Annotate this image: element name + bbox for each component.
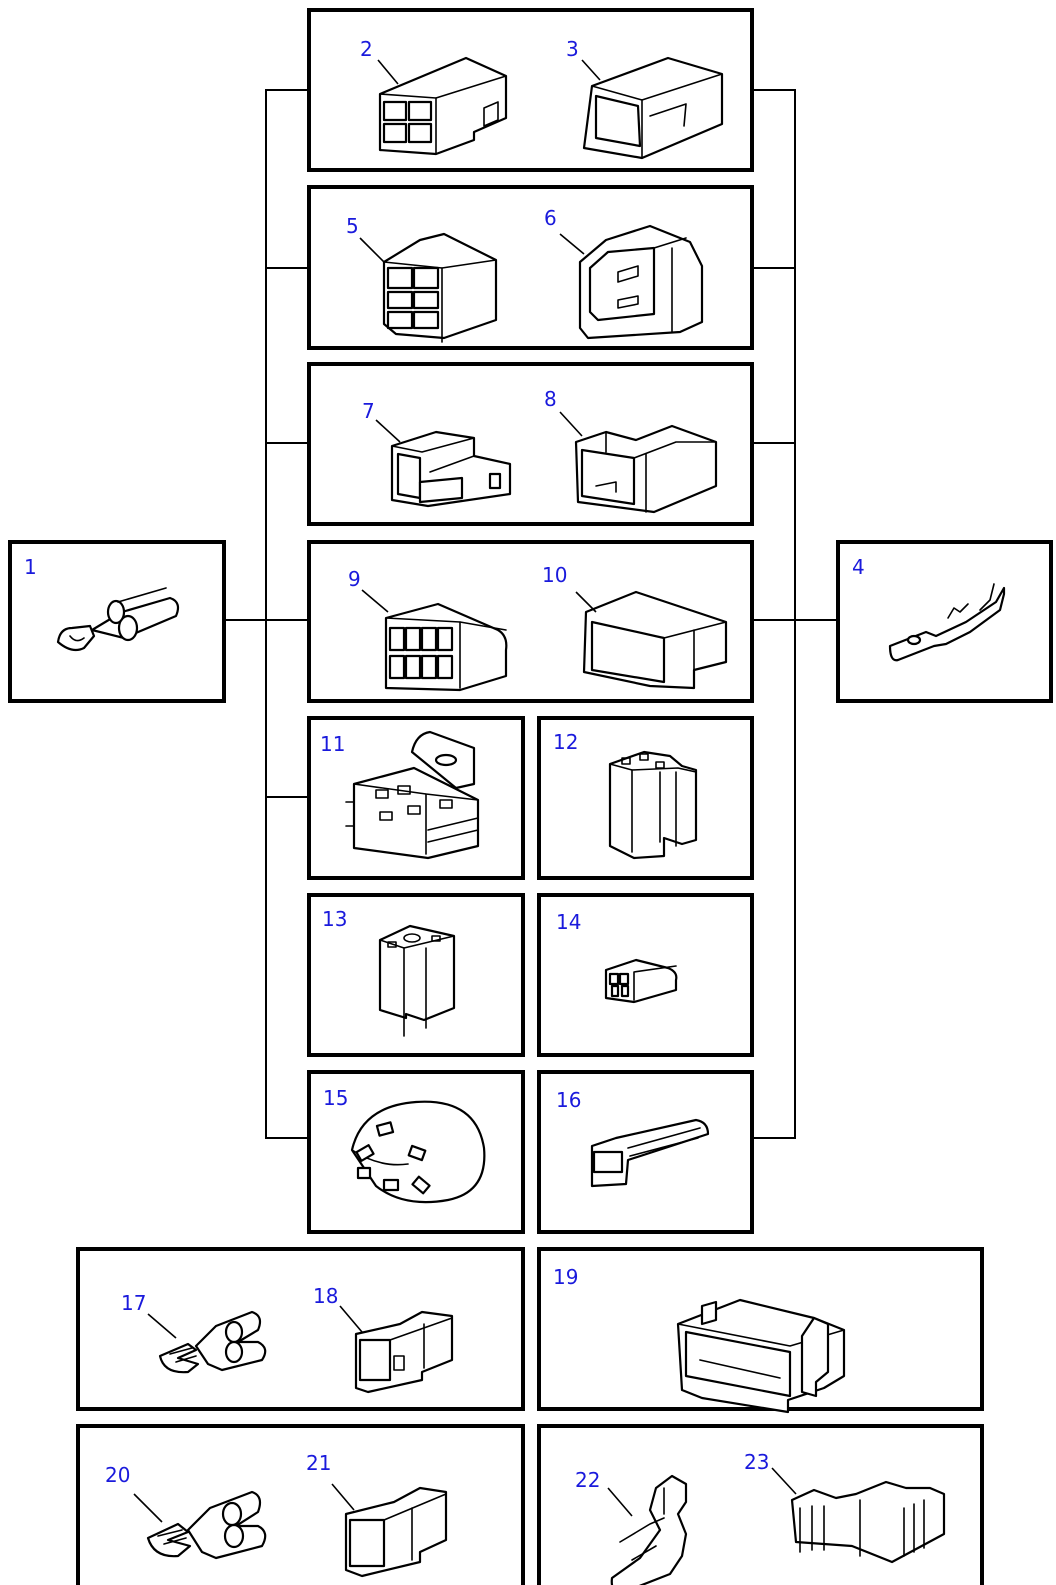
double-female-terminal-large-icon	[133, 1490, 267, 1560]
blade-terminal-icon	[888, 583, 1006, 662]
frame-part-4	[836, 540, 1053, 703]
eight-way-housing-icon	[359, 232, 498, 343]
single-way-housing-large-icon	[331, 1483, 448, 1578]
frames	[8, 8, 1053, 1585]
double-female-terminal-icon	[147, 1310, 267, 1374]
two-way-housing-icon	[375, 419, 512, 508]
part-number-13: 13	[322, 907, 347, 931]
part-number-10: 10	[542, 563, 567, 587]
part-number-19: 19	[553, 1265, 578, 1289]
four-way-housing-icon	[377, 56, 508, 156]
part-number-3: 3	[566, 37, 579, 61]
relay-socket-small-icon	[378, 924, 456, 1037]
loop-connector-terminal-icon	[56, 587, 180, 652]
part-number-21: 21	[306, 1451, 331, 1475]
part-numbers: 1 2 3 4 5 6 7 8 9 10 11 12 13 14 15 16 1…	[24, 37, 865, 1492]
three-way-mini-housing-icon	[604, 958, 678, 1004]
eight-way-plug-icon	[559, 224, 704, 340]
four-way-plug-icon	[581, 56, 724, 160]
part-number-9: 9	[348, 567, 361, 591]
connector-lines	[224, 89, 838, 1139]
part-number-6: 6	[544, 206, 557, 230]
part-number-22: 22	[575, 1468, 600, 1492]
eight-way-flat-plug-icon	[575, 590, 728, 690]
part-number-14: 14	[556, 910, 581, 934]
part-number-11: 11	[320, 732, 345, 756]
part-number-23: 23	[744, 1450, 769, 1474]
single-way-in-line-icon	[590, 1118, 710, 1188]
part-number-18: 18	[313, 1284, 338, 1308]
part-number-20: 20	[105, 1463, 130, 1487]
part-number-7: 7	[362, 399, 375, 423]
part-number-1: 1	[24, 555, 37, 579]
relay-base-bracket-icon	[345, 730, 480, 860]
frame-part-1	[8, 540, 226, 703]
part-number-8: 8	[544, 387, 557, 411]
frame-parts-17-18	[76, 1247, 525, 1411]
two-way-plug-icon	[559, 411, 718, 514]
part-number-15: 15	[323, 1086, 348, 1110]
part-number-17: 17	[121, 1291, 146, 1315]
eight-way-flat-housing-icon	[361, 589, 508, 692]
relay-socket-icon	[608, 750, 698, 860]
frame-parts-22-23	[537, 1424, 984, 1585]
single-way-housing-icon	[339, 1305, 454, 1394]
part-number-4: 4	[852, 555, 865, 579]
part-number-2: 2	[360, 37, 373, 61]
part-number-16: 16	[556, 1088, 581, 1112]
terminal-cover-icon	[771, 1467, 946, 1564]
right-angle-terminal-icon	[607, 1474, 688, 1585]
frame-parts-20-21	[76, 1424, 525, 1585]
multi-way-plug-with-latch-icon	[676, 1298, 846, 1414]
part-number-5: 5	[346, 214, 359, 238]
round-connector-icon	[350, 1100, 486, 1204]
part-number-12: 12	[553, 730, 578, 754]
